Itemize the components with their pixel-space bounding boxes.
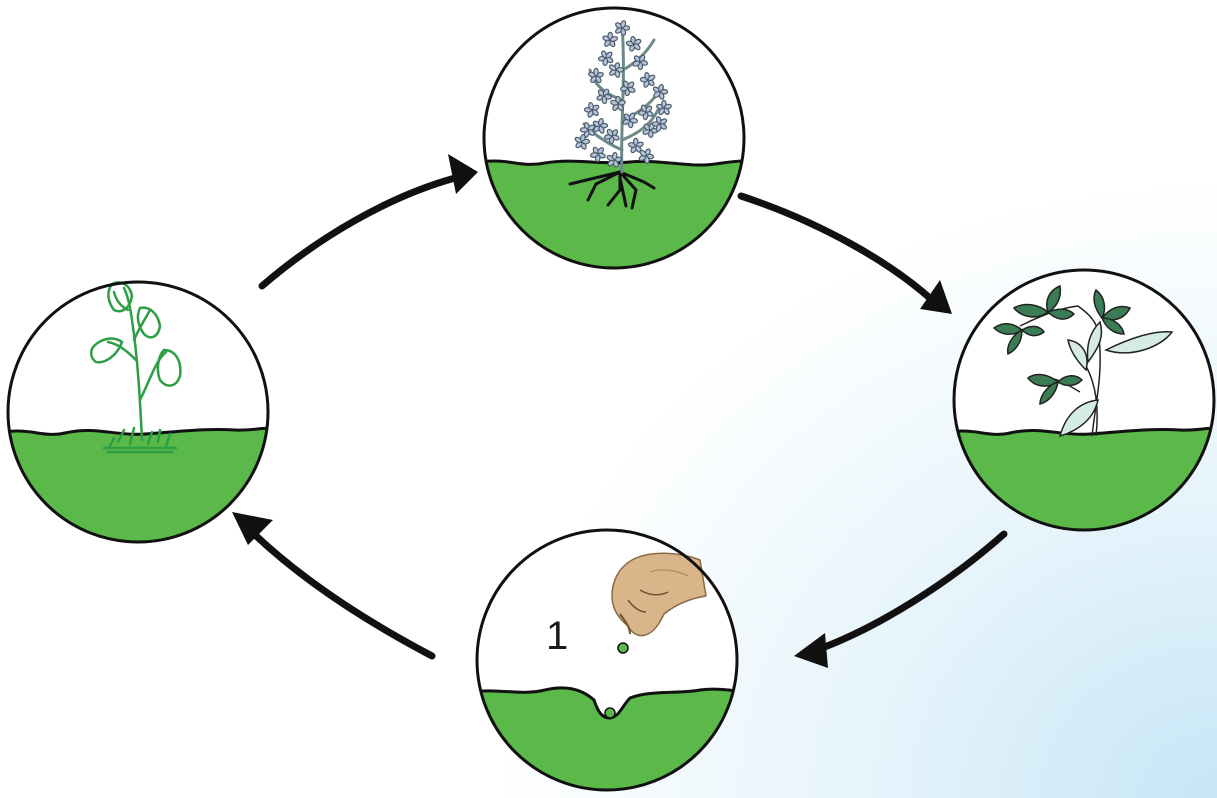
- arrow-flowering-to-seedling: [741, 196, 932, 300]
- stage-wilting: [5, 282, 275, 550]
- arrow-wilting-to-flowering: [262, 178, 455, 286]
- buried-seed: [605, 708, 615, 718]
- arrow-sowing-to-wilting: [252, 532, 432, 656]
- arrow-head-left: [232, 512, 273, 545]
- falling-seed: [618, 643, 628, 653]
- stage-seedling: [950, 270, 1217, 540]
- stage-number-label: 1: [546, 614, 568, 658]
- stage-flowering: [480, 8, 750, 280]
- arrow-head-bottom: [794, 633, 828, 668]
- arrow-head-top: [448, 154, 478, 194]
- stage-sowing: 1: [470, 530, 745, 798]
- arrow-seedling-to-sowing: [822, 534, 1004, 648]
